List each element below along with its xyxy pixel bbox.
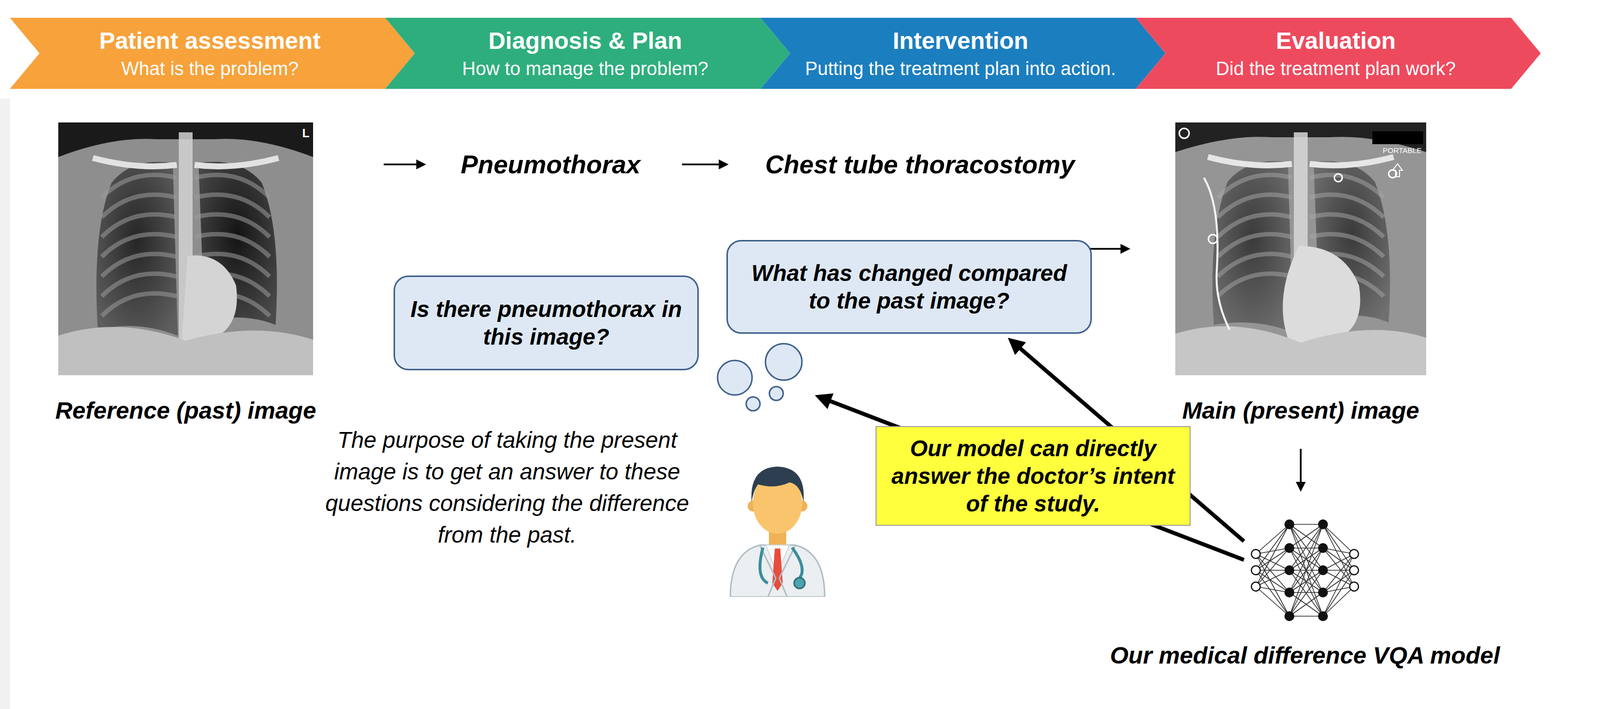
xray-present bbox=[1175, 122, 1427, 376]
arrowhead bbox=[1120, 243, 1131, 254]
speech-bubble: Is there pneumothorax in this image? bbox=[393, 275, 699, 371]
image-caption: Main (present) image bbox=[1182, 397, 1420, 425]
connector-line bbox=[830, 400, 1244, 560]
arrowhead bbox=[416, 159, 427, 170]
image-marker: PORTABLE bbox=[1382, 146, 1422, 155]
arrowhead bbox=[814, 393, 834, 410]
connector bbox=[814, 393, 1244, 560]
xray-reference bbox=[58, 122, 314, 376]
highlight-box: Our model can directly answer the doctor… bbox=[875, 426, 1191, 526]
connector bbox=[1087, 243, 1131, 254]
image-frame: Reference (past) image bbox=[58, 122, 314, 376]
image-caption: Our medical difference VQA model bbox=[1110, 641, 1501, 670]
note-text: The purpose of taking the present image … bbox=[324, 424, 690, 551]
chevron-text-area: EvaluationDid the treatment plan work? bbox=[1155, 17, 1517, 89]
connector-line bbox=[681, 163, 720, 166]
speech-bubble: What has changed compared to the past im… bbox=[726, 240, 1092, 334]
chevron-text-area: Patient assessmentWhat is the problem? bbox=[29, 17, 391, 89]
model-icon-frame: Our medical difference VQA model bbox=[1249, 518, 1360, 623]
arrowhead bbox=[719, 159, 729, 170]
connector-line bbox=[1087, 247, 1121, 250]
stage-question: What is the problem? bbox=[120, 58, 299, 80]
highlight-text: Our model can directly answer the doctor… bbox=[889, 434, 1177, 518]
connector bbox=[681, 159, 729, 170]
image-caption: Reference (past) image bbox=[55, 397, 317, 425]
stage-question: Did the treatment plan work? bbox=[1215, 58, 1456, 80]
question-text: What has changed compared to the past im… bbox=[740, 259, 1078, 315]
image-frame: Main (present) image bbox=[1175, 122, 1427, 376]
image-marker: L bbox=[302, 126, 310, 141]
stage-title: Evaluation bbox=[1276, 27, 1397, 55]
stage-chevron: Diagnosis & PlanHow to manage the proble… bbox=[385, 17, 791, 89]
doctor-icon bbox=[720, 453, 835, 598]
stage-chevron: Patient assessmentWhat is the problem? bbox=[9, 17, 415, 89]
stage-question: Putting the treatment plan into action. bbox=[804, 58, 1117, 80]
connector bbox=[383, 159, 427, 170]
stage-chevron: EvaluationDid the treatment plan work? bbox=[1135, 17, 1541, 89]
step-text: Pneumothorax bbox=[460, 149, 641, 180]
stage-chevron: InterventionPutting the treatment plan i… bbox=[760, 17, 1166, 89]
arrowhead bbox=[1007, 337, 1027, 356]
stage-title: Intervention bbox=[892, 27, 1029, 55]
step-text: Chest tube thoracostomy bbox=[765, 149, 1076, 180]
chevron-text-area: InterventionPutting the treatment plan i… bbox=[780, 17, 1141, 89]
stage-question: How to manage the problem? bbox=[462, 58, 709, 80]
chevron-text-area: Diagnosis & PlanHow to manage the proble… bbox=[404, 17, 766, 89]
arrowhead bbox=[1295, 481, 1306, 492]
connector-line bbox=[383, 163, 417, 166]
neural-network-icon bbox=[1249, 518, 1360, 623]
question-text: Is there pneumothorax in this image? bbox=[407, 295, 685, 351]
connector bbox=[1295, 448, 1306, 492]
side-strip bbox=[0, 98, 10, 709]
step-label: Chest tube thoracostomy bbox=[765, 149, 1076, 180]
connector-line bbox=[1299, 448, 1302, 483]
step-label: Pneumothorax bbox=[460, 149, 641, 180]
stage-title: Diagnosis & Plan bbox=[488, 27, 682, 55]
stage-title: Patient assessment bbox=[99, 27, 321, 55]
